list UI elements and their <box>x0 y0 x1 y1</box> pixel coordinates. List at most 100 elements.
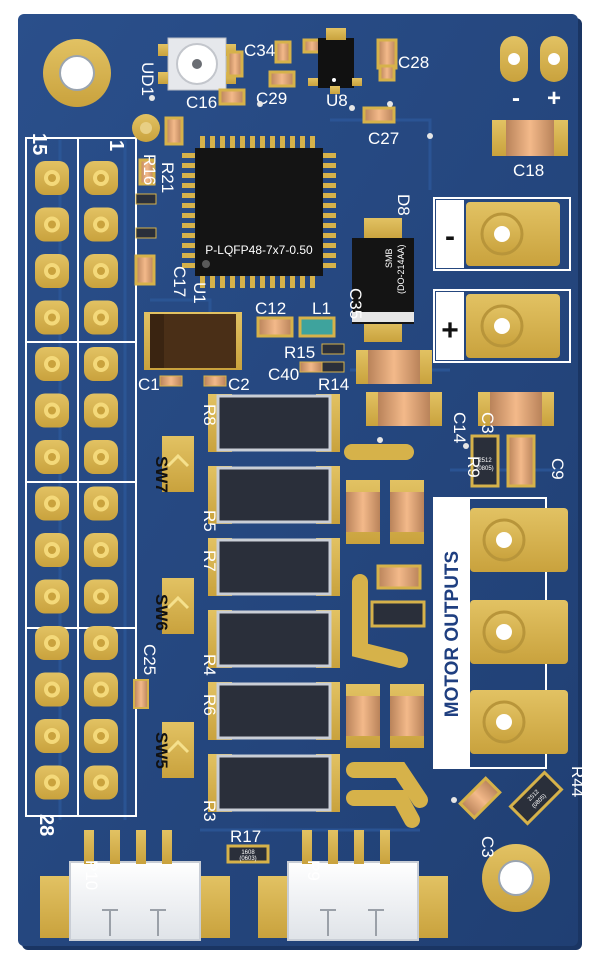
shunt-resistor <box>208 754 340 812</box>
capacitor-c2 <box>203 375 227 387</box>
small-capacitor <box>302 38 322 54</box>
terminal-minus-label: - <box>445 220 455 253</box>
u1-pin <box>182 183 196 188</box>
refdes-r15: R15 <box>284 343 315 362</box>
u1-pin <box>210 136 215 150</box>
capacitor-c9 <box>506 434 536 488</box>
header-pin <box>84 579 118 614</box>
refdes-r4: R4 <box>200 654 219 676</box>
shunt-resistor <box>208 538 340 596</box>
u1-pin <box>290 136 295 150</box>
u1-pin <box>210 274 215 288</box>
mounting-hole-bottom-right <box>482 844 550 912</box>
ic-u1 <box>195 148 323 276</box>
refdes-p10: P10 <box>82 860 101 890</box>
resistor-r9: 2512 (0805) <box>470 434 500 488</box>
resistor-r16 <box>135 227 157 239</box>
capacitor-c12 <box>256 316 294 338</box>
refdes-r3: R3 <box>200 800 219 822</box>
shunt-resistors <box>208 394 340 812</box>
refdes-c14: C14 <box>450 412 469 443</box>
header-pin <box>35 533 69 567</box>
u1-pin <box>182 163 196 168</box>
header-pins <box>35 161 118 800</box>
refdes-ud1: UD1 <box>138 62 157 96</box>
bulk-capacitor <box>390 480 424 544</box>
motor-outputs-label: MOTOR OUTPUTS <box>442 551 463 717</box>
capacitor-c18 <box>492 120 568 156</box>
small-capacitor <box>378 64 396 82</box>
capacitor-c3 <box>458 776 502 820</box>
u1-pin <box>182 213 196 218</box>
diode-d8 <box>352 218 414 342</box>
u1-pin <box>322 263 336 268</box>
refdes-r17: R17 <box>230 827 261 846</box>
refdes-c2: C2 <box>228 375 250 394</box>
header-pin <box>84 533 118 567</box>
header-pin <box>84 440 118 474</box>
diode-marking-2: (DO-214AA) <box>396 244 406 294</box>
gate-resistor <box>370 600 426 628</box>
u1-pin <box>280 136 285 150</box>
header-pin <box>35 719 69 753</box>
r9-code: 2512 <box>478 458 492 464</box>
gate-capacitor <box>376 564 422 590</box>
refdes-r5: R5 <box>200 510 219 532</box>
u1-pin <box>182 203 196 208</box>
small-capacitor <box>274 40 292 64</box>
resistor-r14 <box>321 361 345 373</box>
u1-pin <box>182 243 196 248</box>
refdes-r16: R16 <box>140 154 159 185</box>
refdes-c27: C27 <box>368 129 399 148</box>
solder-jumper <box>162 436 194 492</box>
led-ud1 <box>158 37 236 91</box>
u1-pin <box>200 136 205 150</box>
r17-code: 1608 <box>241 850 255 856</box>
refdes-c29: C29 <box>256 89 287 108</box>
header-pin <box>84 393 118 428</box>
u1-pin <box>182 153 196 158</box>
header-pin <box>35 440 69 474</box>
terminal-plus-label: + <box>441 314 459 347</box>
u1-pin <box>260 274 265 288</box>
bulk-capacitors <box>346 350 554 748</box>
bulk-capacitor <box>366 392 442 426</box>
u1-pin <box>322 173 336 178</box>
refdes-p9: P9 <box>304 860 323 881</box>
u1-pin <box>250 136 255 150</box>
refdes-c12: C12 <box>255 299 286 318</box>
u1-pin <box>240 274 245 288</box>
u1-pin <box>260 136 265 150</box>
refdes-l1: L1 <box>312 299 331 318</box>
small-capacitor <box>164 116 184 146</box>
header-pin <box>84 161 118 195</box>
refdes-c1: C1 <box>138 375 160 394</box>
resistor-r21 <box>135 193 157 205</box>
shunt-resistor <box>208 394 340 452</box>
power-plus-label: + <box>547 85 561 112</box>
capacitor-c25 <box>133 679 149 709</box>
copper-pours <box>344 444 428 828</box>
refdes-d8: D8 <box>394 194 413 216</box>
u1-pin <box>310 274 315 288</box>
bulk-capacitor <box>478 392 554 426</box>
ic-u1-marking: P-LQFP48-7x7-0.50 <box>205 243 313 257</box>
header-pin <box>35 626 69 660</box>
resistor-r44: 2512 (0805) <box>508 770 564 826</box>
header-pin <box>84 626 118 660</box>
bulk-capacitor <box>346 684 380 748</box>
u1-pin <box>220 136 225 150</box>
u1-pin <box>270 136 275 150</box>
ic-u1-pins <box>182 136 336 288</box>
refdes-c25: C25 <box>140 644 159 675</box>
refdes-r44: R44 <box>568 766 587 797</box>
u1-pin <box>270 274 275 288</box>
header-pin <box>35 486 69 521</box>
motor-output-pad <box>470 690 568 754</box>
u1-pin <box>182 233 196 238</box>
bulk-capacitor <box>390 684 424 748</box>
u1-pin <box>230 136 235 150</box>
solder-jumper <box>162 722 194 778</box>
u1-pin <box>322 203 336 208</box>
